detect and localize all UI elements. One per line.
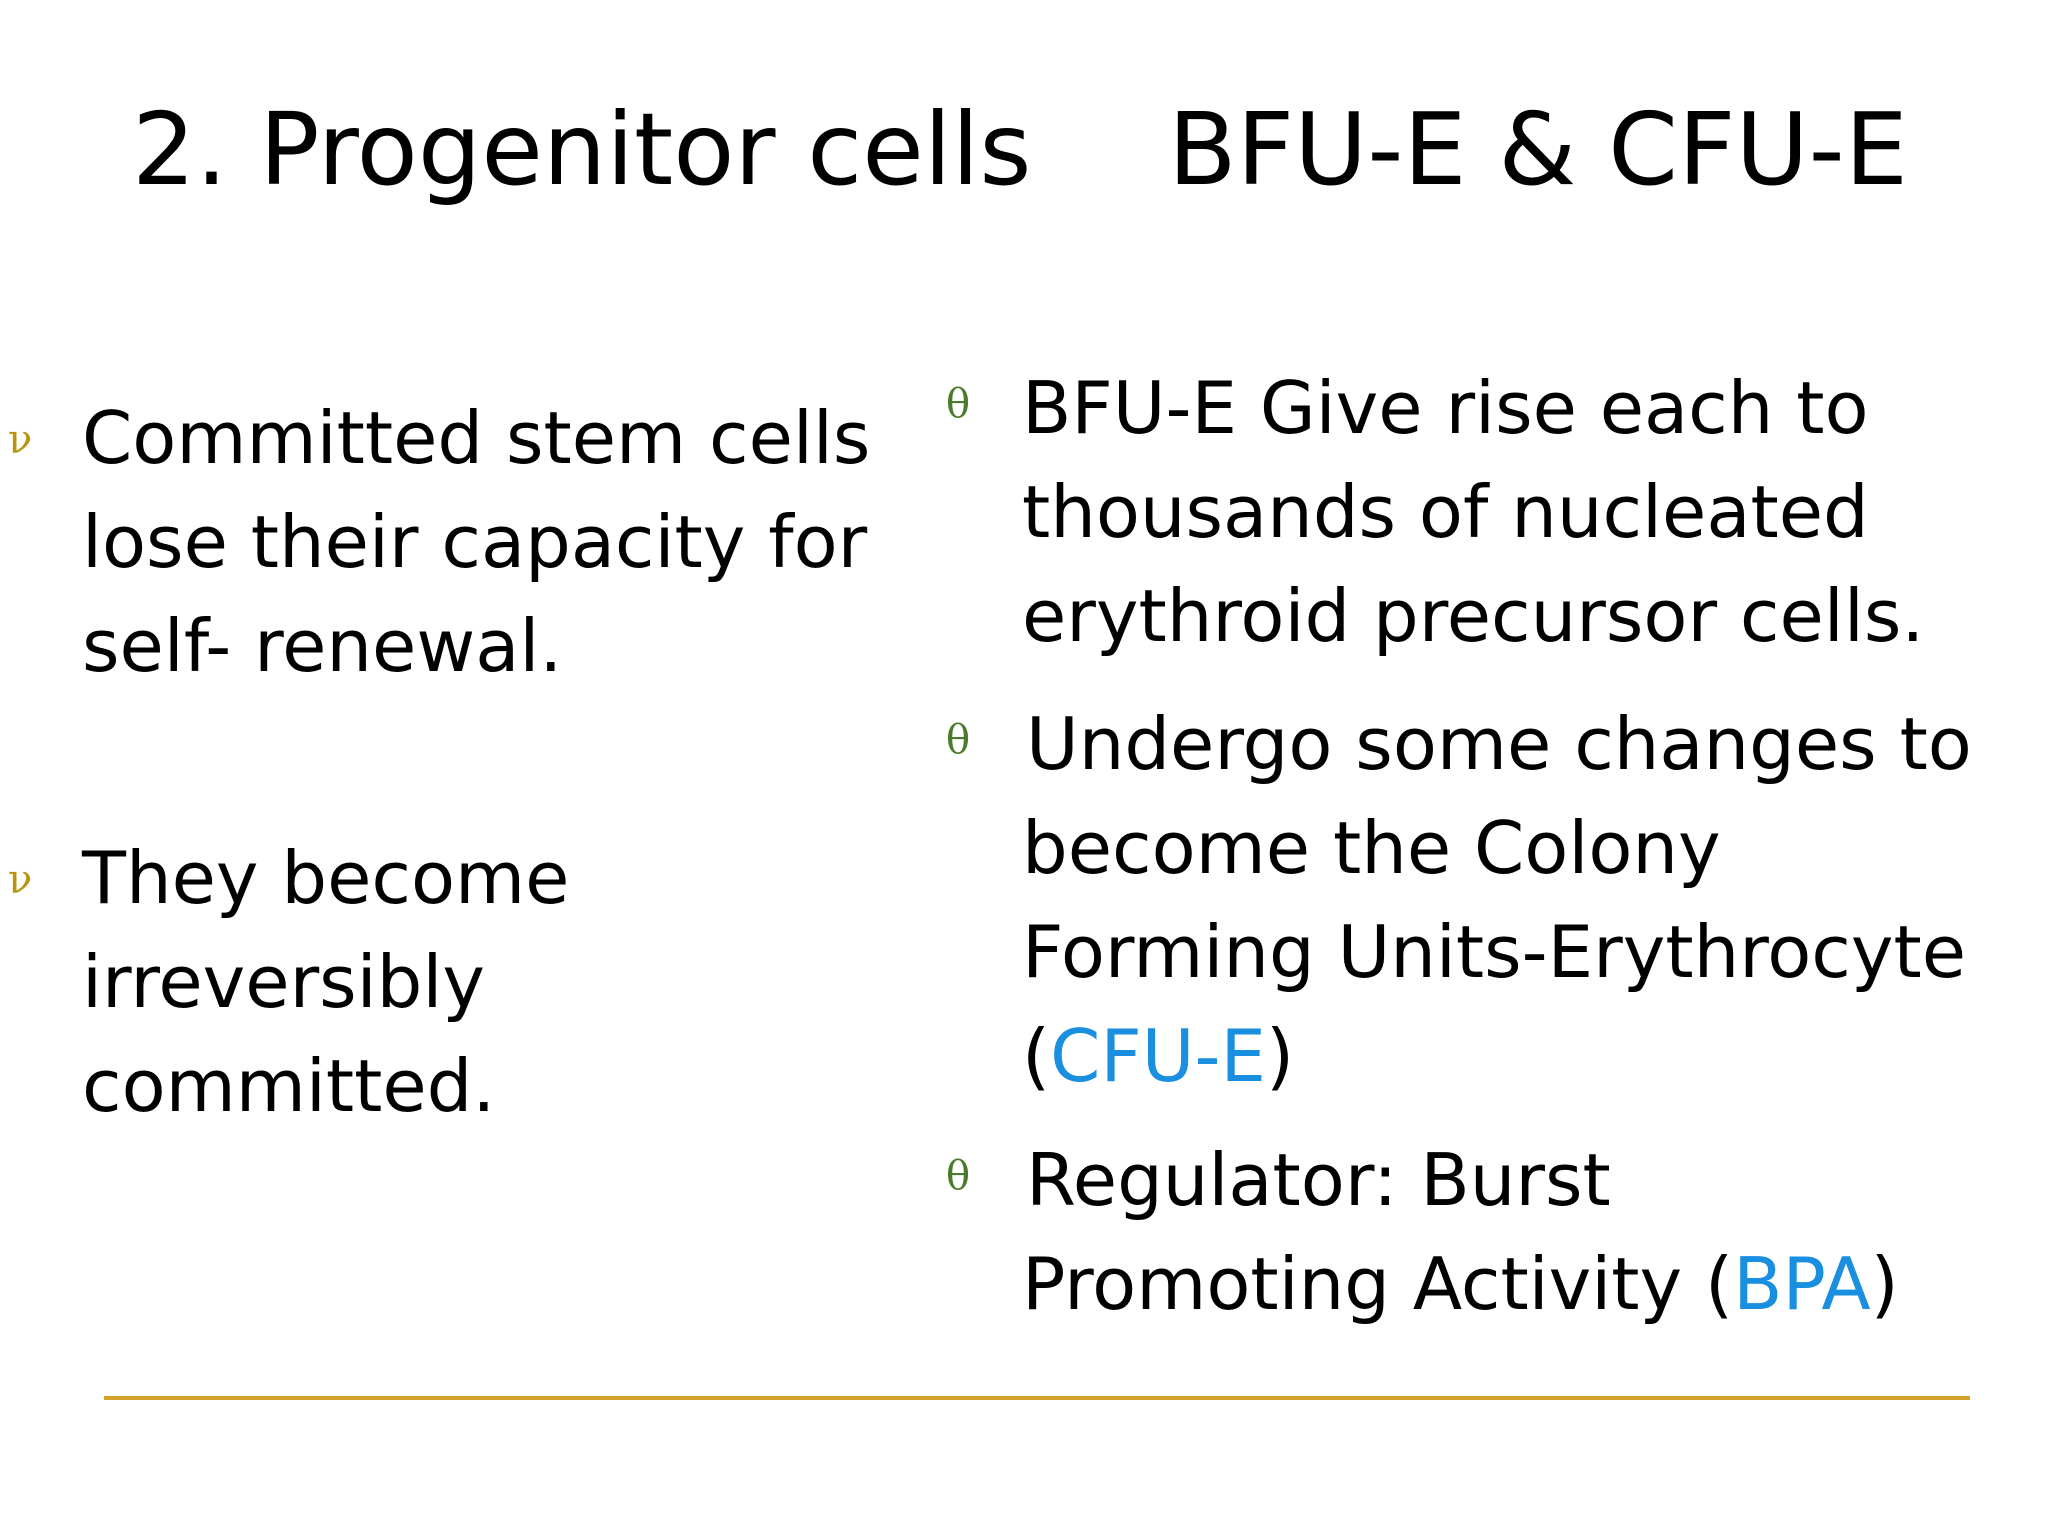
right-bullet-2-line: become the Colony xyxy=(1022,806,1721,890)
right-bullet-2: Undergo some changes to become the Colon… xyxy=(1022,692,1972,1108)
right-bullet-1-line: erythroid precursor cells. xyxy=(1022,574,1925,658)
left-bullet-2-line: irreversibly xyxy=(82,940,485,1024)
slide-title-left: 2. Progenitor cells xyxy=(132,91,1032,208)
bullet-marker-icon: ν xyxy=(8,857,33,903)
bpa-term: BPA xyxy=(1733,1242,1871,1326)
left-bullet-2-line: They become xyxy=(82,836,570,920)
right-bullet-3-line: Promoting Activity (BPA) xyxy=(1022,1232,1899,1336)
right-bullet-2-line: Undergo some changes to xyxy=(1026,702,1972,786)
bullet-marker-icon: θ xyxy=(946,717,971,763)
right-bullet-3-line: Regulator: Burst xyxy=(1026,1138,1611,1222)
footer-divider xyxy=(104,1396,1970,1400)
paren-close: ) xyxy=(1265,1014,1295,1098)
right-bullet-1-line: BFU-E Give rise each to xyxy=(1022,366,1869,450)
slide-title-right: BFU-E & CFU-E xyxy=(1168,91,1908,208)
paren-open: ( xyxy=(1022,1014,1051,1098)
bpa-prefix: Promoting Activity ( xyxy=(1022,1242,1734,1326)
bullet-marker-icon: θ xyxy=(946,381,971,427)
right-bullet-1: BFU-E Give rise each to thousands of nuc… xyxy=(1022,356,1924,668)
right-bullet-1-line: thousands of nucleated xyxy=(1022,470,1869,554)
left-bullet-2: They become irreversibly committed. xyxy=(82,826,569,1138)
cfu-e-term: CFU-E xyxy=(1050,1014,1266,1098)
bullet-marker-icon: θ xyxy=(946,1153,971,1199)
left-bullet-1-line: self- renewal. xyxy=(82,604,563,688)
left-bullet-2-line: committed. xyxy=(82,1044,496,1128)
right-bullet-3: Regulator: Burst Promoting Activity (BPA… xyxy=(1022,1128,1899,1336)
right-bullet-2-last-line: (CFU-E) xyxy=(1022,1004,1972,1108)
bullet-marker-icon: ν xyxy=(8,417,33,463)
left-bullet-1-line: Committed stem cells xyxy=(82,396,871,480)
left-bullet-1-line: lose their capacity for xyxy=(82,500,868,584)
paren-close: ) xyxy=(1870,1242,1899,1326)
right-bullet-2-line: Forming Units-Erythrocyte xyxy=(1022,910,1967,994)
left-bullet-1: Committed stem cells lose their capacity… xyxy=(82,386,870,698)
